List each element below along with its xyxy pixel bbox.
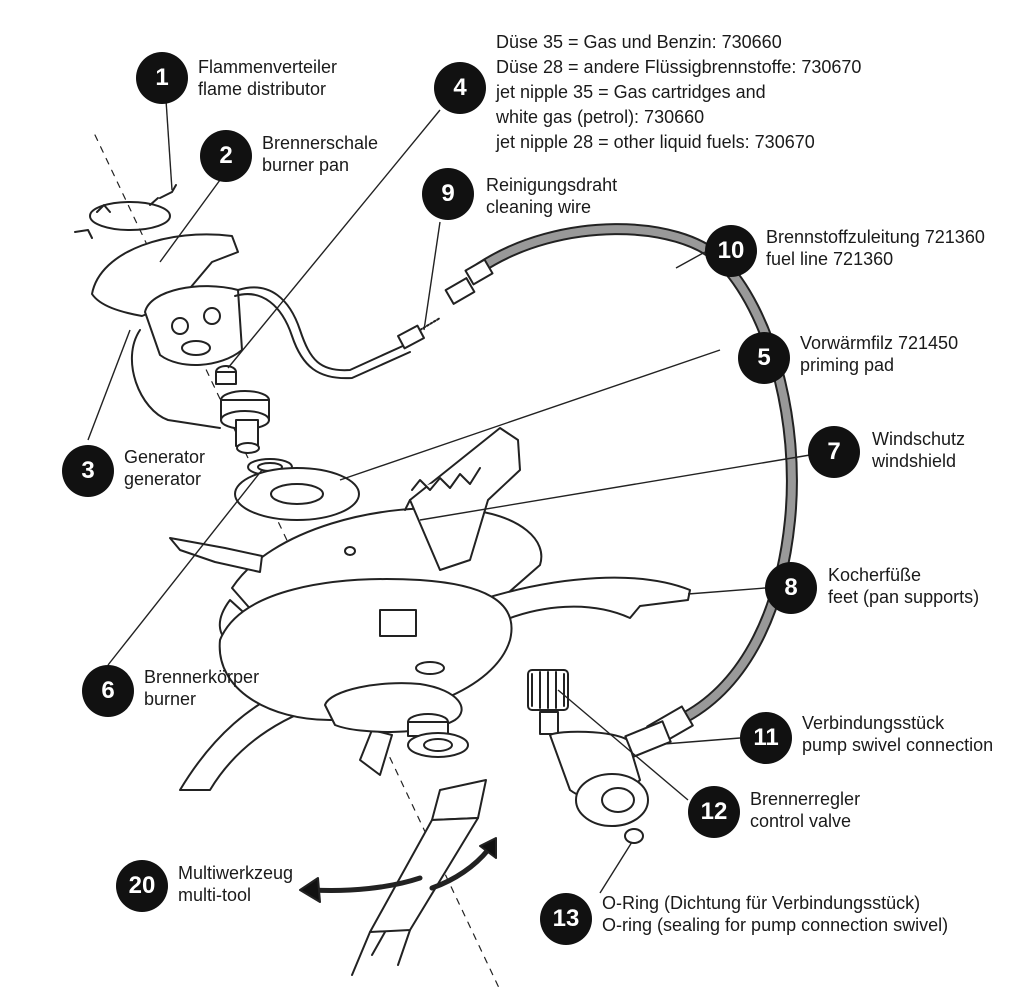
label-10: Brennstoffzuleitung 721360 fuel line 721… [766,226,985,270]
control-valve-part [527,669,672,827]
jet-note-line-3: jet nipple 35 = Gas cartridges and [496,82,766,102]
burner-nut [407,713,469,758]
jet-note-line-4: white gas (petrol): 730660 [496,107,705,127]
label-12: Brennerregler control valve [750,788,860,832]
label-13-de: O-Ring (Dichtung für Verbindungsstück) [602,893,921,913]
label-2-en: burner pan [262,155,350,175]
label-8-en: feet (pan supports) [828,587,980,607]
label-5-de: Vorwärmfilz 721450 [800,333,959,353]
label-3-en: generator [124,469,202,489]
label-6-de: Brennerkörper [144,667,260,687]
jet-nipple-part [215,365,270,454]
fuel-line [474,223,798,726]
label-3: Generator generator [124,446,205,490]
label-2-de: Brennerschale [262,133,379,153]
label-20-en: multi-tool [178,885,252,905]
badge-12: 12 [688,786,740,838]
jet-note-line-5: jet nipple 28 = other liquid fuels: 7306… [496,132,815,152]
label-11-en: pump swivel connection [802,735,994,755]
label-11-de: Verbindungsstück [802,713,945,733]
badge-5: 5 [738,332,790,384]
generator-tube [130,329,221,429]
badge-7: 7 [808,426,860,478]
badge-4: 4 [434,62,486,114]
pan-support-feet [169,427,691,791]
rotate-arrow-left [309,875,423,893]
label-7-de: Windschutz [872,429,966,449]
label-2: Brennerschale burner pan [262,132,378,176]
label-13: O-Ring (Dichtung für Verbindungsstück) O… [602,892,948,936]
flame-distributor-part [74,184,177,239]
label-5: Vorwärmfilz 721450 priming pad [800,332,958,376]
label-1-en: flame distributor [198,79,327,99]
cleaning-wire-part [397,317,441,350]
label-5-en: priming pad [800,355,895,375]
label-3-de: Generator [124,447,206,467]
priming-pad-part [234,458,360,521]
badge-9: 9 [422,168,474,220]
label-9-en: cleaning wire [486,197,592,217]
badge-13: 13 [540,893,592,945]
label-8-de: Kocherfüße [828,565,922,585]
label-10-de: Brennstoffzuleitung 721360 [766,227,985,247]
label-12-en: control valve [750,811,852,831]
label-20: Multiwerkzeug multi-tool [178,862,293,906]
label-6: Brennerkörper burner [144,666,259,710]
label-6-en: burner [144,689,197,709]
label-1-de: Flammenverteiler [198,57,338,77]
rotate-arrow-right [429,847,491,891]
badge-20: 20 [116,860,168,912]
multi-tool-part [351,779,487,976]
label-10-en: fuel line 721360 [766,249,894,269]
label-8: Kocherfüße feet (pan supports) [828,564,979,608]
jet-note-line-1: Düse 35 = Gas und Benzin: 730660 [496,32,782,52]
label-9: Reinigungsdraht cleaning wire [486,174,617,218]
badge-3: 3 [62,445,114,497]
badge-2: 2 [200,130,252,182]
badge-11: 11 [740,712,792,764]
label-7: Windschutz windshield [872,428,965,472]
label-12-de: Brennerregler [750,789,861,809]
jet-note: Düse 35 = Gas und Benzin: 730660 Düse 28… [496,30,861,155]
label-13-en: O-ring (sealing for pump connection swiv… [602,915,949,935]
o-ring-part [624,828,644,844]
leader-lines [87,99,811,894]
badge-6: 6 [82,665,134,717]
label-9-de: Reinigungsdraht [486,175,618,195]
jet-note-line-2: Düse 28 = andere Flüssigbrennstoffe: 730… [496,57,862,77]
badge-1: 1 [136,52,188,104]
burner-pan-part [91,233,243,366]
label-11: Verbindungsstück pump swivel connection [802,712,993,756]
label-1: Flammenverteiler flame distributor [198,56,337,100]
badge-8: 8 [765,562,817,614]
label-20-de: Multiwerkzeug [178,863,294,883]
label-7-en: windshield [872,451,957,471]
badge-10: 10 [705,225,757,277]
